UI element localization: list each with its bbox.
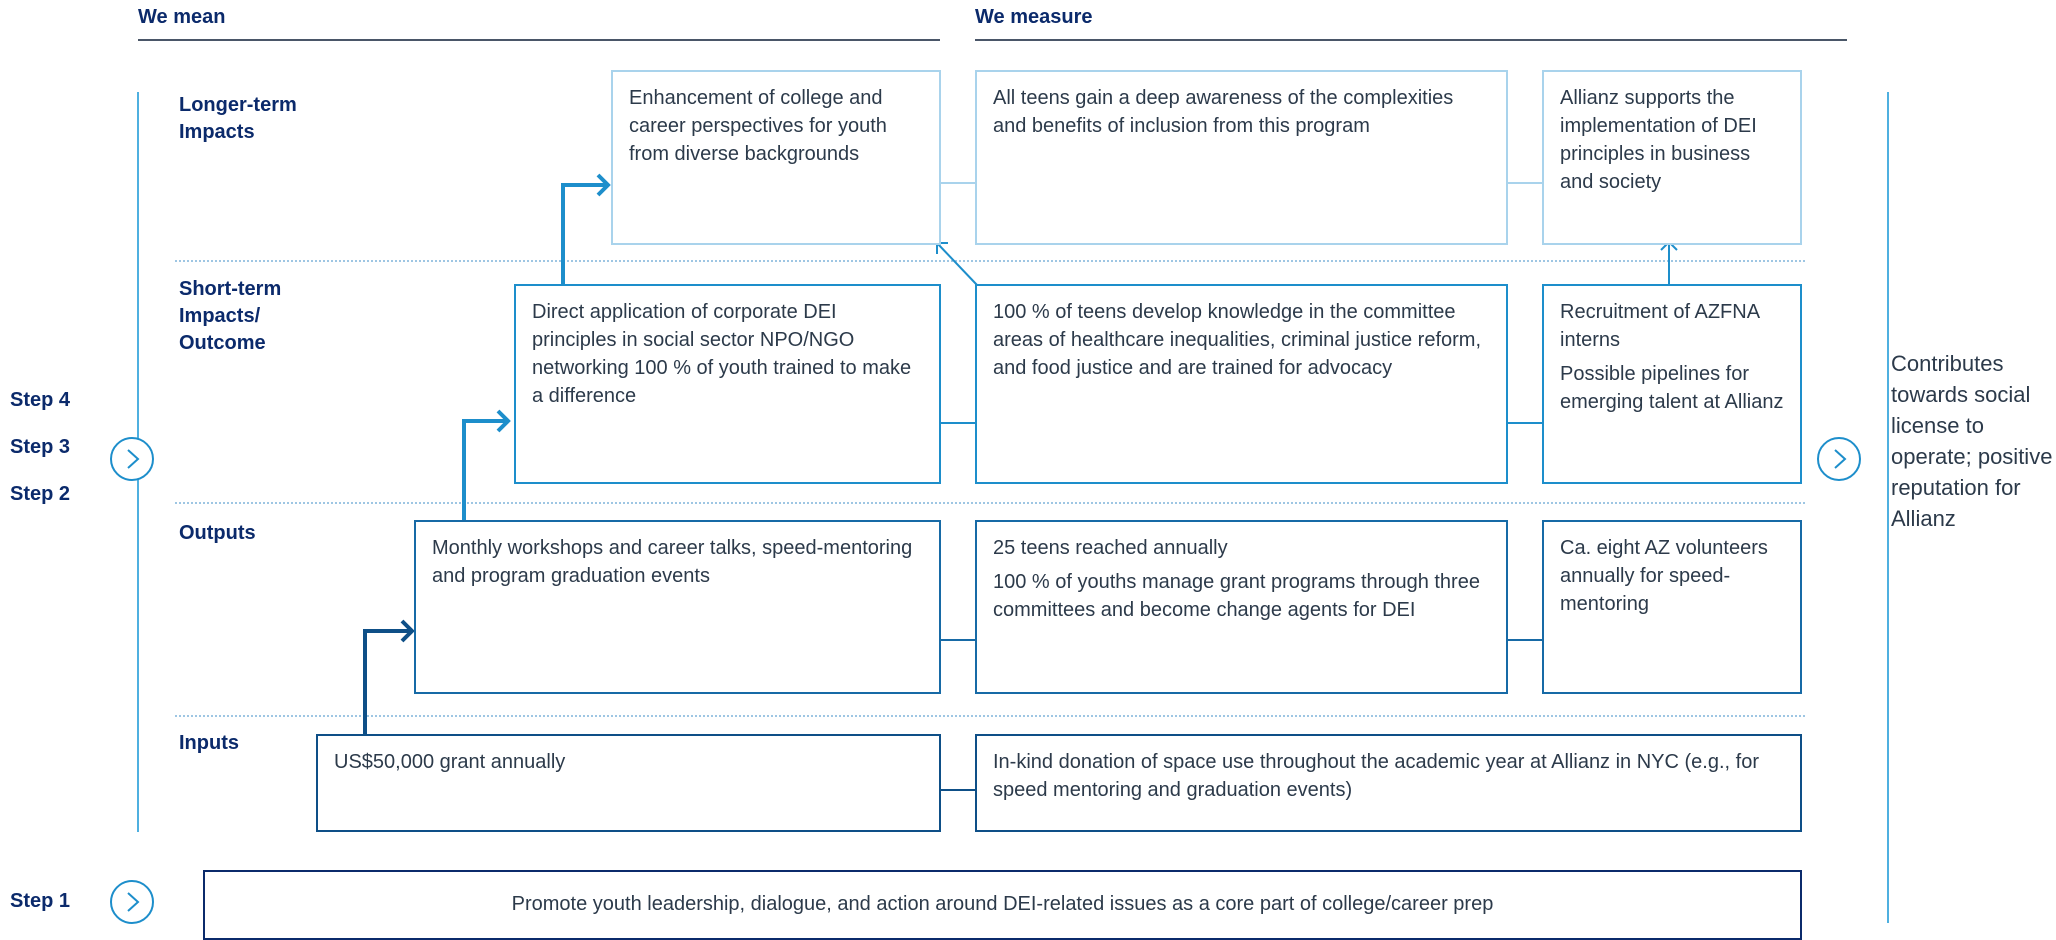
box-text: Recruitment of AZFNA interns <box>1560 301 1759 351</box>
outputs-volunteers-box: Ca. eight AZ volunteers annually for spe… <box>1542 520 1802 694</box>
inputs-measure-box: In-kind donation of space use throughout… <box>975 734 1802 832</box>
box-text: Possible pipelines for emerging talent a… <box>1560 363 1784 413</box>
we-measure-header: We measure <box>975 6 1093 28</box>
box-text: 100 % of youths manage grant programs th… <box>993 571 1480 621</box>
row-label-inputs: Inputs <box>179 732 239 754</box>
short-term-measure-box: 100 % of teens develop knowledge in the … <box>975 284 1508 484</box>
box-text: In-kind donation of space use throughout… <box>993 751 1759 801</box>
row-label-longer-term: Longer-term Impacts <box>179 94 297 143</box>
box-text: Monthly workshops and career talks, spee… <box>432 537 913 587</box>
step-2-label: Step 2 <box>10 483 71 505</box>
we-measure-rule <box>975 39 1847 41</box>
row-separator <box>175 715 1805 717</box>
chevron-right-circle-icon[interactable] <box>110 437 154 481</box>
box-text: US$50,000 grant annually <box>334 751 566 773</box>
we-mean-rule <box>138 39 940 41</box>
row-label-outputs: Outputs <box>179 522 256 544</box>
chevron-right-circle-icon[interactable] <box>1817 437 1861 481</box>
longer-term-mean-box: Enhancement of college and career perspe… <box>611 70 941 245</box>
row-label-short-term: Short-term Impacts/ Outcome <box>179 278 282 354</box>
box-text: All teens gain a deep awareness of the c… <box>993 87 1454 137</box>
short-term-mean-box: Direct application of corporate DEI prin… <box>514 284 941 484</box>
box-text: Ca. eight AZ volunteers annually for spe… <box>1560 537 1768 615</box>
step-3-label: Step 3 <box>10 436 71 458</box>
longer-term-measure-box: All teens gain a deep awareness of the c… <box>975 70 1508 245</box>
step-1-label: Step 1 <box>10 890 71 912</box>
longer-term-allianz-box: Allianz supports the implementation of D… <box>1542 70 1802 245</box>
short-term-recruitment-box: Recruitment of AZFNA interns Possible pi… <box>1542 284 1802 484</box>
row-separator <box>175 260 1805 262</box>
row-separator <box>175 502 1805 504</box>
box-text: Enhancement of college and career perspe… <box>629 87 887 165</box>
goal-text: Promote youth leadership, dialogue, and … <box>511 893 1494 915</box>
box-text: 25 teens reached annually <box>993 537 1228 559</box>
right-frame-line <box>1887 92 1889 923</box>
outputs-mean-box: Monthly workshops and career talks, spee… <box>414 520 941 694</box>
box-text: Allianz supports the implementation of D… <box>1560 87 1757 193</box>
outputs-measure-box: 25 teens reached annually 100 % of youth… <box>975 520 1508 694</box>
contributes-text: Contributes towards social license to op… <box>1891 351 2053 531</box>
chevron-right-circle-icon[interactable] <box>110 880 154 924</box>
inputs-mean-box: US$50,000 grant annually <box>316 734 941 832</box>
we-mean-header: We mean <box>138 6 226 28</box>
step-4-label: Step 4 <box>10 389 71 411</box>
box-text: Direct application of corporate DEI prin… <box>532 301 912 407</box>
goal-box: Promote youth leadership, dialogue, and … <box>203 870 1802 940</box>
box-text: 100 % of teens develop knowledge in the … <box>993 301 1481 379</box>
